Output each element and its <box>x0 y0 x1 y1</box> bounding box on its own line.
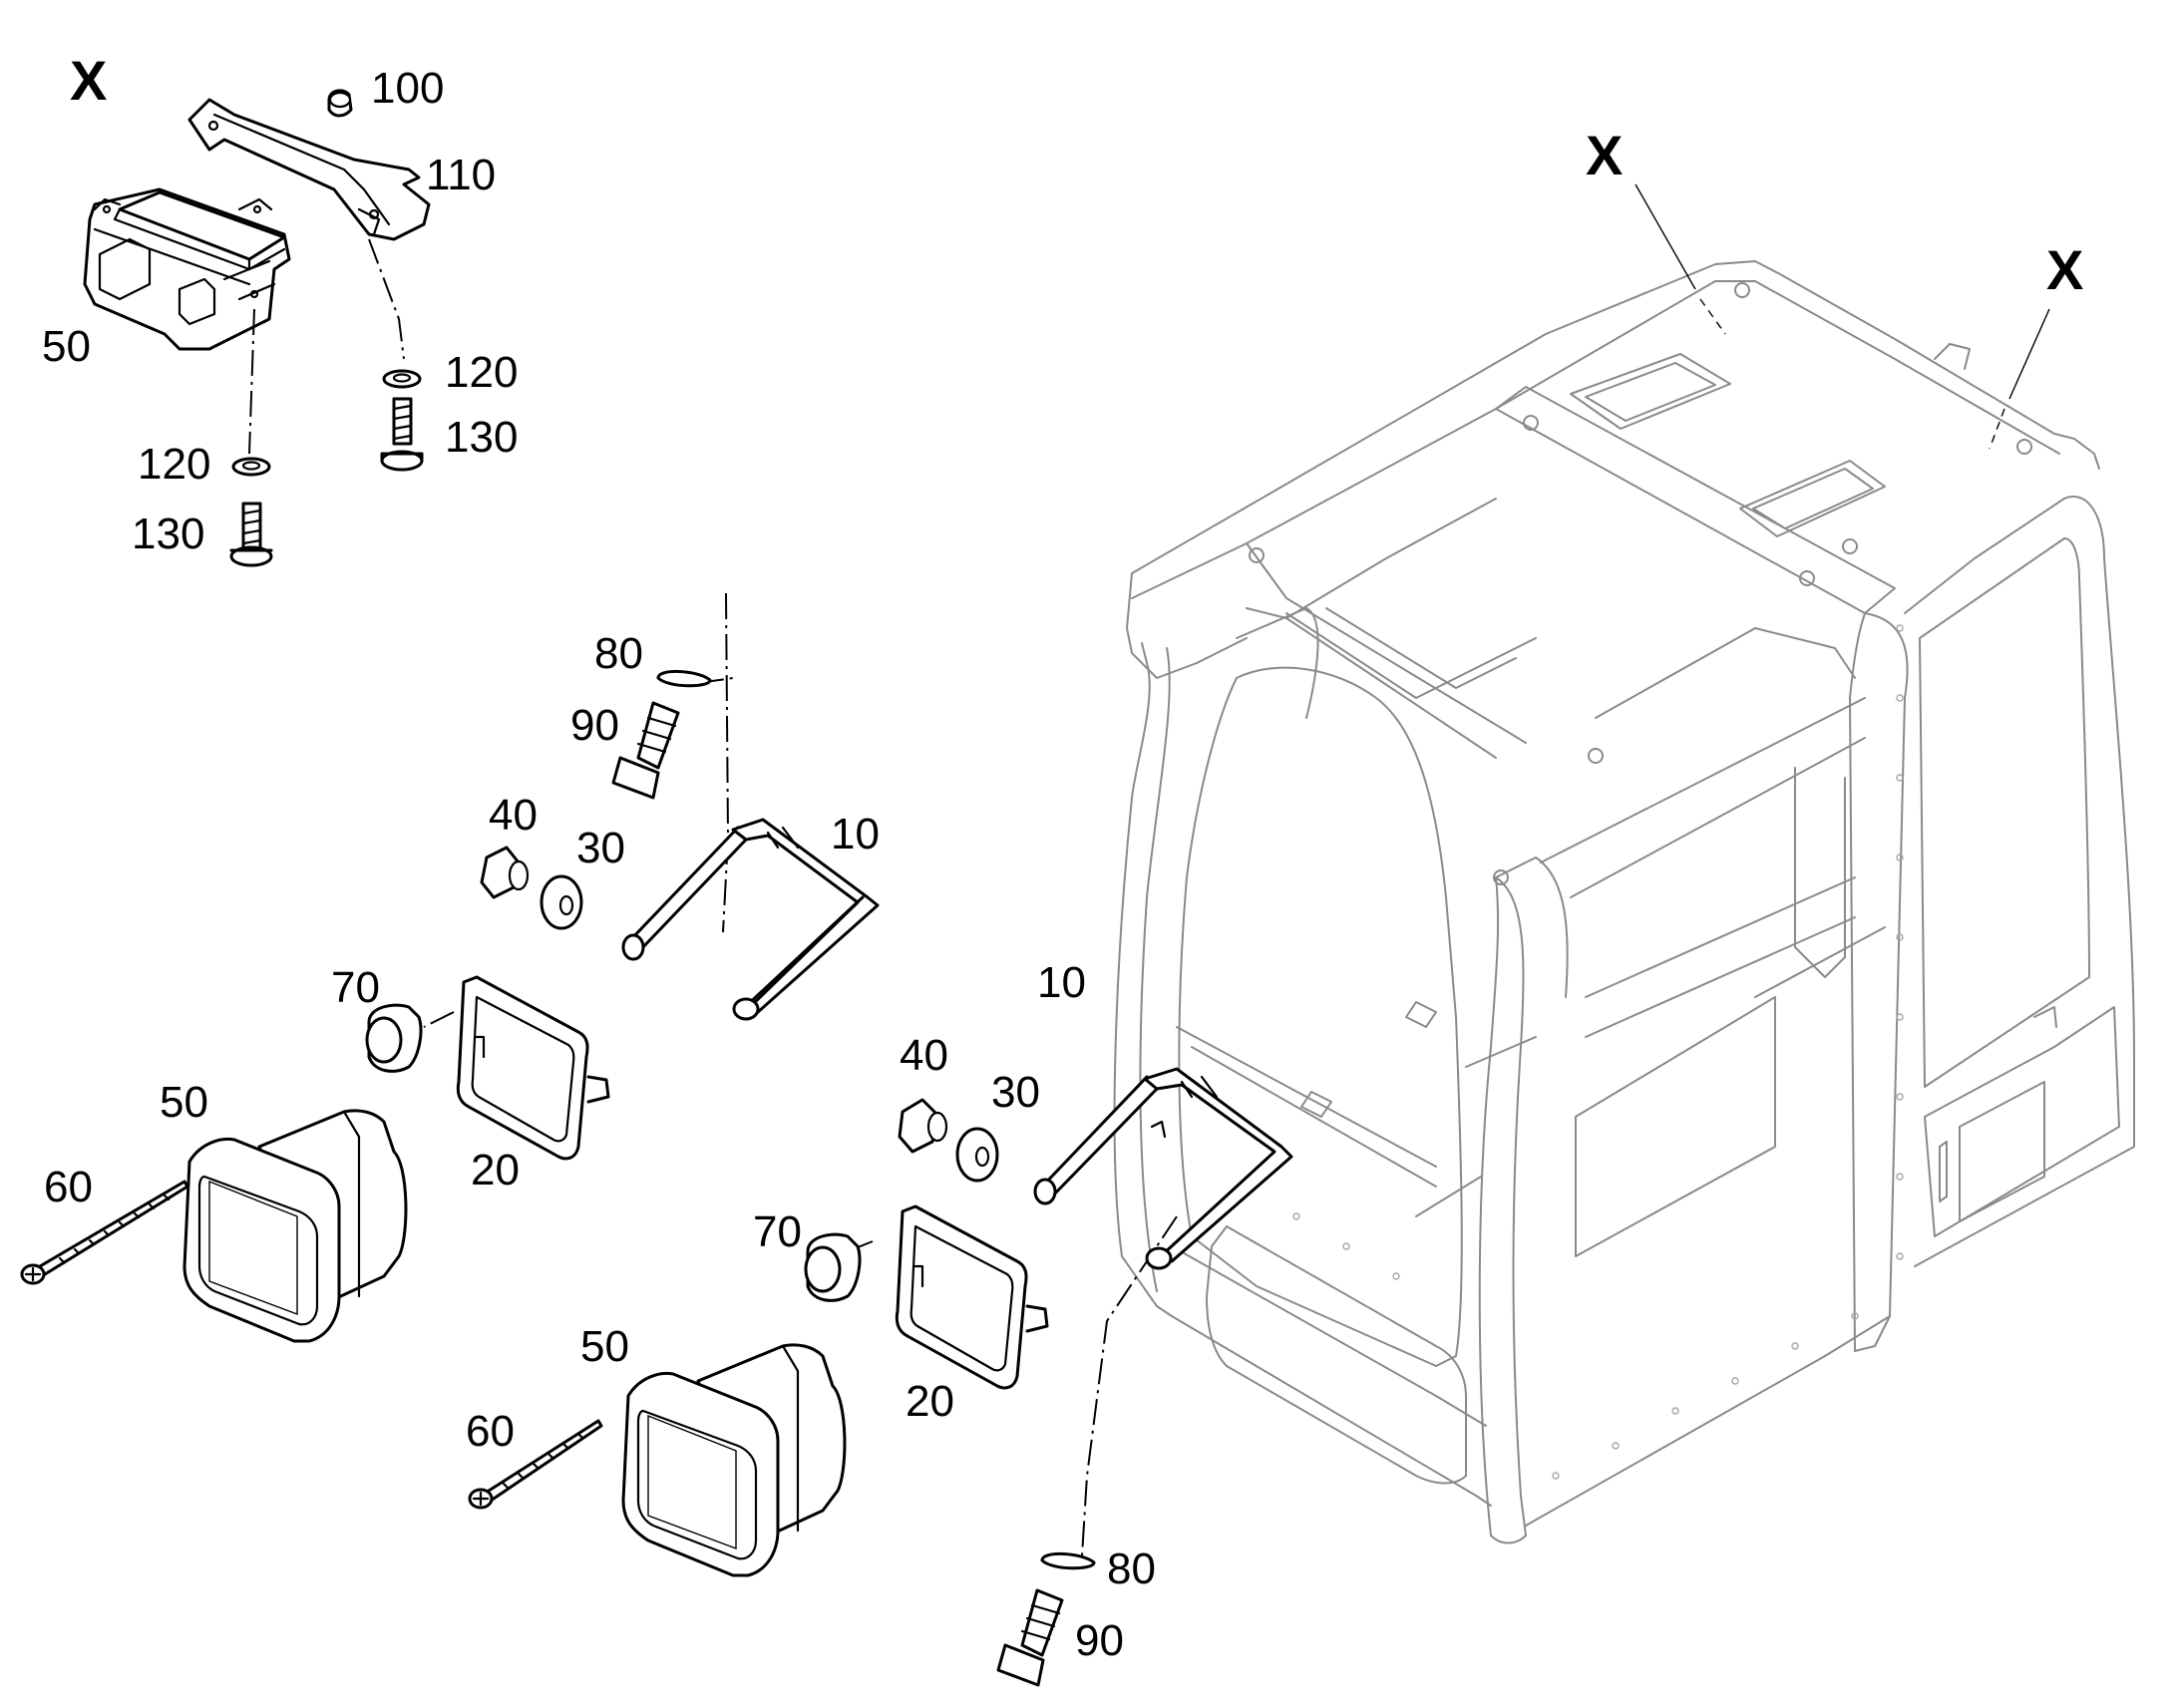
view-marker-x-inset: X <box>70 49 107 112</box>
operator-cab <box>1113 260 2135 1544</box>
label-part-110: 110 <box>426 151 496 199</box>
view-markers: X X X <box>70 49 2083 301</box>
label-part-30-upper: 30 <box>576 824 625 872</box>
label-part-80-lower: 80 <box>1107 1544 1156 1593</box>
label-part-90-lower: 90 <box>1075 1616 1124 1665</box>
inset-control-unit <box>83 89 431 567</box>
label-part-80-upper: 80 <box>594 629 643 678</box>
view-marker-x-cab-right: X <box>2046 238 2083 301</box>
label-part-70-upper: 70 <box>331 963 380 1012</box>
label-part-40-lower: 40 <box>900 1031 948 1080</box>
label-part-130-right: 130 <box>445 413 518 462</box>
work-light-assembly-2 <box>468 1067 1293 1687</box>
label-part-120-left: 120 <box>138 440 210 489</box>
label-part-10-upper: 10 <box>831 810 880 858</box>
label-part-100: 100 <box>371 64 444 113</box>
label-part-60-upper: 60 <box>44 1163 93 1211</box>
label-part-130-left: 130 <box>132 510 204 558</box>
view-marker-x-cab-left: X <box>1586 124 1623 186</box>
label-part-70-lower: 70 <box>753 1207 802 1256</box>
label-part-20-lower: 20 <box>906 1377 954 1426</box>
work-light-assembly-1 <box>20 592 880 1343</box>
label-part-50-upper: 50 <box>160 1078 208 1127</box>
label-part-120-right: 120 <box>445 348 518 397</box>
label-part-20-upper: 20 <box>471 1146 520 1195</box>
label-part-90-upper: 90 <box>570 701 619 750</box>
label-part-50-inset: 50 <box>42 322 91 371</box>
part-number-labels: 100 110 50 120 130 120 130 80 90 40 30 1… <box>42 64 1156 1665</box>
label-part-40-upper: 40 <box>489 791 538 840</box>
label-part-60-lower: 60 <box>466 1407 515 1456</box>
label-part-10-lower: 10 <box>1037 958 1086 1007</box>
label-part-30-lower: 30 <box>991 1068 1040 1117</box>
view-marker-leaders <box>1635 183 2050 450</box>
label-part-50-lower: 50 <box>580 1322 629 1371</box>
